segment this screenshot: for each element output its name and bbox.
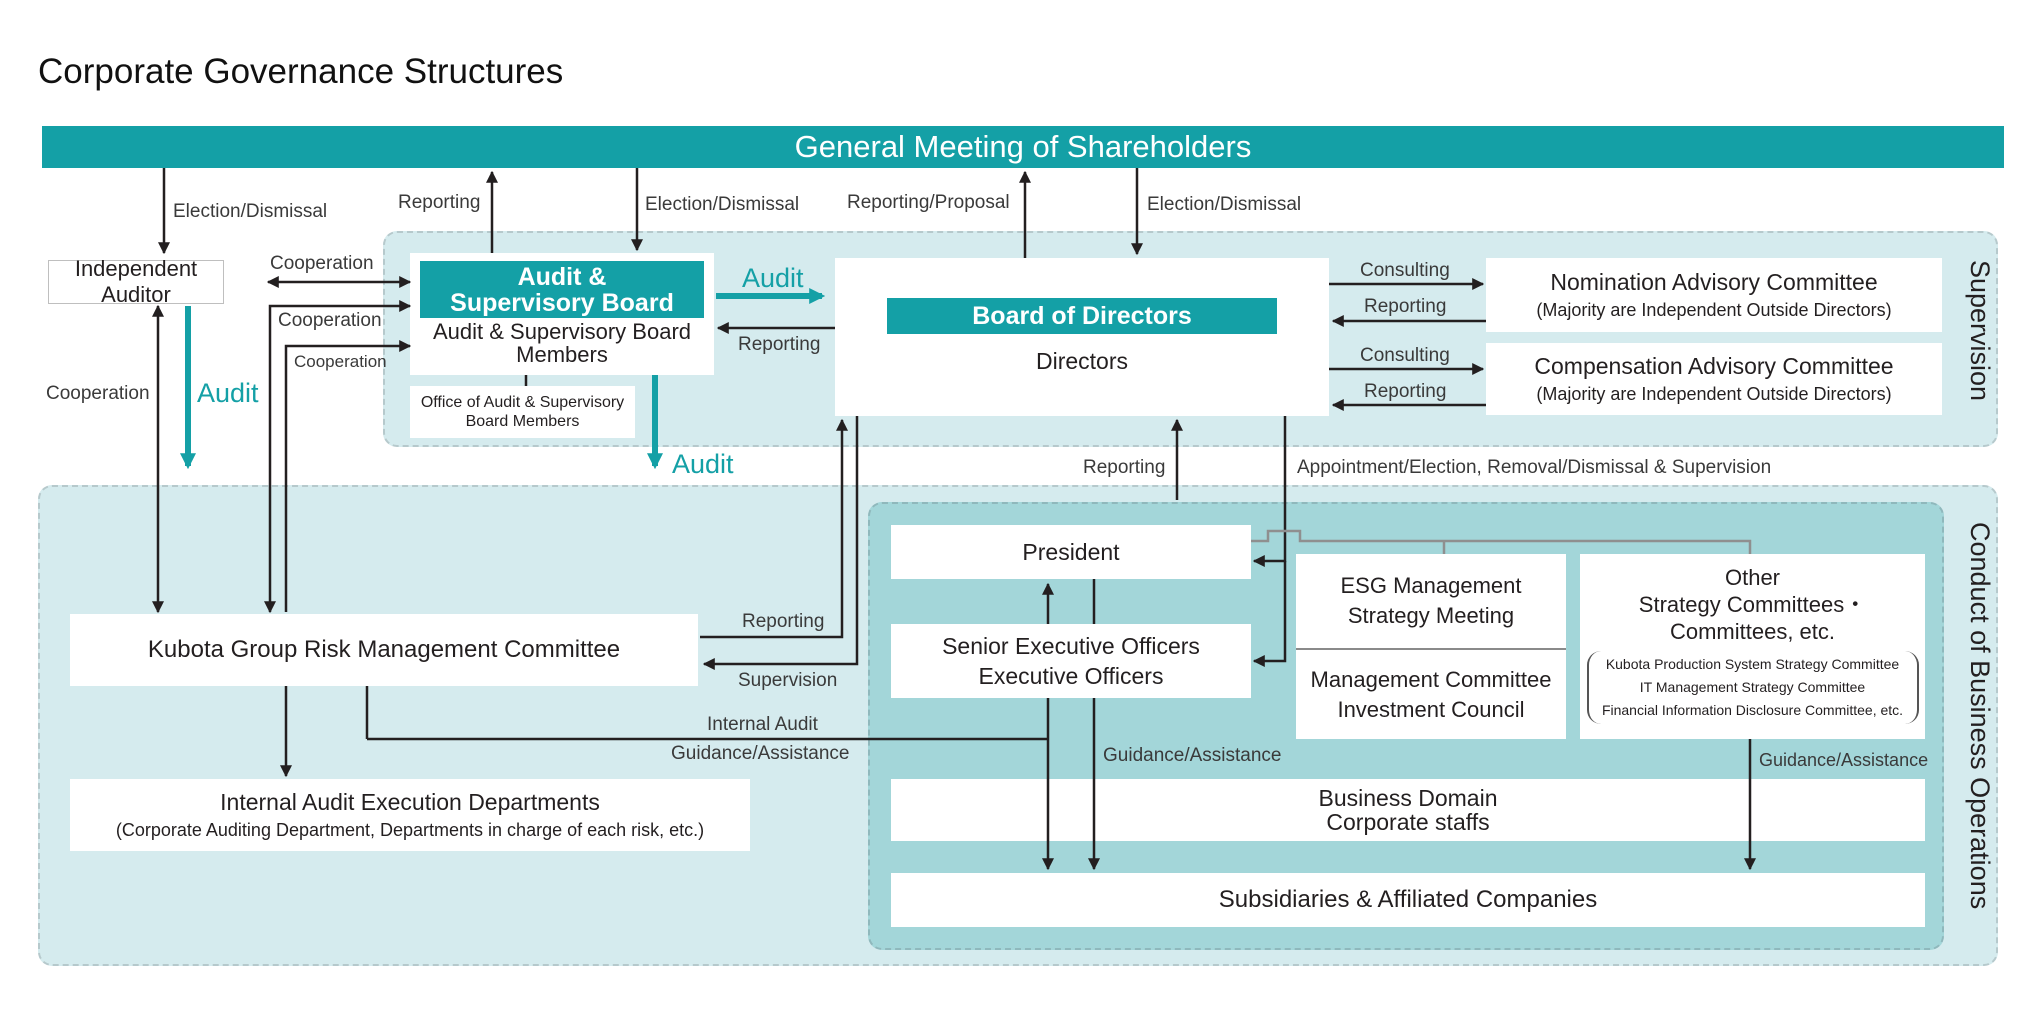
mgmt-line2: Investment Council — [1337, 696, 1525, 722]
general-meeting-label: General Meeting of Shareholders — [794, 129, 1252, 164]
nomination-committee-box: Nomination Advisory Committee (Majority … — [1486, 258, 1942, 332]
esg-section: ESG Management Strategy Meeting — [1296, 554, 1566, 648]
label-guidance-1: Guidance/Assistance — [671, 743, 850, 764]
compensation-committee-box: Compensation Advisory Committee (Majorit… — [1486, 343, 1942, 415]
other-line1: Other — [1724, 565, 1781, 590]
bd-line2: Corporate staffs — [1326, 809, 1490, 835]
label-audit-2: Audit — [742, 263, 804, 293]
iaed-sub: (Corporate Auditing Department, Departme… — [115, 820, 705, 840]
label-cooperation-2: Cooperation — [278, 310, 382, 331]
label-appointment: Appointment/Election, Removal/Dismissal … — [1297, 457, 1772, 478]
label-cooperation-3: Cooperation — [294, 352, 387, 371]
president-label: President — [1022, 538, 1120, 565]
office-asb-label: Office of Audit & Supervisory Board Memb… — [420, 394, 625, 430]
president-box: President — [891, 525, 1251, 579]
esg-line1: ESG Management — [1340, 573, 1522, 598]
label-audit-1: Audit — [197, 378, 259, 408]
office-asb-box: Office of Audit & Supervisory Board Memb… — [410, 386, 635, 438]
label-election-dismissal-3: Election/Dismissal — [1147, 194, 1302, 215]
label-audit-3: Audit — [672, 449, 734, 479]
esg-line2: Strategy Meeting — [1347, 603, 1515, 628]
subsidiaries-box: Subsidiaries & Affiliated Companies — [891, 873, 1925, 927]
label-reporting-4: Reporting — [1364, 381, 1447, 402]
business-domain-box: Business Domain Corporate staffs — [891, 779, 1925, 841]
seo-line1: Senior Executive Officers — [942, 633, 1200, 659]
other-committees-box: Other Strategy Committees・ Committees, e… — [1580, 554, 1925, 739]
label-supervision: Supervision — [738, 670, 838, 691]
bod-header-label: Board of Directors — [972, 301, 1192, 330]
independent-auditor-label: Independent Auditor — [74, 256, 198, 307]
asb-header: Audit & Supervisory Board — [420, 261, 704, 318]
nomination-title: Nomination Advisory Committee — [1550, 269, 1878, 295]
other-sub1: Kubota Production System Strategy Commit… — [1605, 656, 1900, 672]
label-reporting-3: Reporting — [1364, 296, 1447, 317]
asb-header-label: Audit & Supervisory Board — [450, 262, 674, 317]
esg-divider — [1296, 648, 1566, 650]
label-reporting-1: Reporting — [398, 192, 481, 213]
supervision-zone-label: Supervision — [1965, 260, 1995, 402]
compensation-sub: (Majority are Independent Outside Direct… — [1536, 384, 1892, 404]
independent-auditor-box: Independent Auditor — [48, 256, 224, 307]
esg-mgmt-box: ESG Management Strategy Meeting Manageme… — [1296, 554, 1566, 739]
label-reporting-6: Reporting — [742, 611, 825, 632]
label-consulting-2: Consulting — [1360, 345, 1450, 366]
conduct-zone-label: Conduct of Business Operations — [1965, 522, 1995, 910]
mgmt-line1: Management Committee — [1310, 666, 1552, 692]
label-reporting-2: Reporting — [738, 334, 821, 355]
asb-members-label: Audit & Supervisory Board Members — [432, 319, 692, 367]
bd-line1: Business Domain — [1318, 785, 1498, 811]
label-election-dismissal-1: Election/Dismissal — [173, 201, 328, 222]
label-internal-audit: Internal Audit — [707, 714, 818, 735]
other-sub-list: Kubota Production System Strategy Commit… — [1586, 651, 1919, 724]
other-line2: Strategy Committees・ — [1638, 592, 1867, 617]
risk-committee-box: Kubota Group Risk Management Committee — [70, 614, 698, 686]
asb-box: Audit & Supervisory Board Audit & Superv… — [410, 253, 714, 375]
label-election-dismissal-2: Election/Dismissal — [645, 194, 800, 215]
risk-committee-label: Kubota Group Risk Management Committee — [147, 636, 621, 663]
seo-box: Senior Executive Officers Executive Offi… — [891, 624, 1251, 698]
bod-box: Board of Directors Directors — [835, 258, 1329, 416]
label-reporting-5: Reporting — [1083, 457, 1166, 478]
bod-header: Board of Directors — [887, 298, 1277, 334]
other-sub2: IT Management Strategy Committee — [1639, 679, 1866, 695]
compensation-title: Compensation Advisory Committee — [1534, 353, 1894, 379]
nomination-sub: (Majority are Independent Outside Direct… — [1536, 300, 1892, 320]
label-guidance-3: Guidance/Assistance — [1759, 750, 1929, 770]
other-line3: Committees, etc. — [1669, 619, 1836, 644]
page-title: Corporate Governance Structures — [38, 52, 564, 91]
seo-line2: Executive Officers — [978, 663, 1164, 689]
subsidiaries-label: Subsidiaries & Affiliated Companies — [1218, 886, 1598, 913]
directors-label: Directors — [1035, 348, 1128, 374]
label-reporting-proposal: Reporting/Proposal — [847, 192, 1010, 213]
iaed-box: Internal Audit Execution Departments (Co… — [70, 779, 750, 851]
label-guidance-2: Guidance/Assistance — [1103, 745, 1282, 766]
iaed-title: Internal Audit Execution Departments — [220, 789, 600, 815]
label-cooperation-1: Cooperation — [270, 253, 374, 274]
general-meeting-bar: General Meeting of Shareholders — [42, 126, 2004, 168]
mgmt-section: Management Committee Investment Council — [1296, 650, 1566, 739]
label-consulting-1: Consulting — [1360, 260, 1450, 281]
label-cooperation-4: Cooperation — [46, 383, 150, 404]
other-sub3: Financial Information Disclosure Committ… — [1601, 702, 1904, 718]
